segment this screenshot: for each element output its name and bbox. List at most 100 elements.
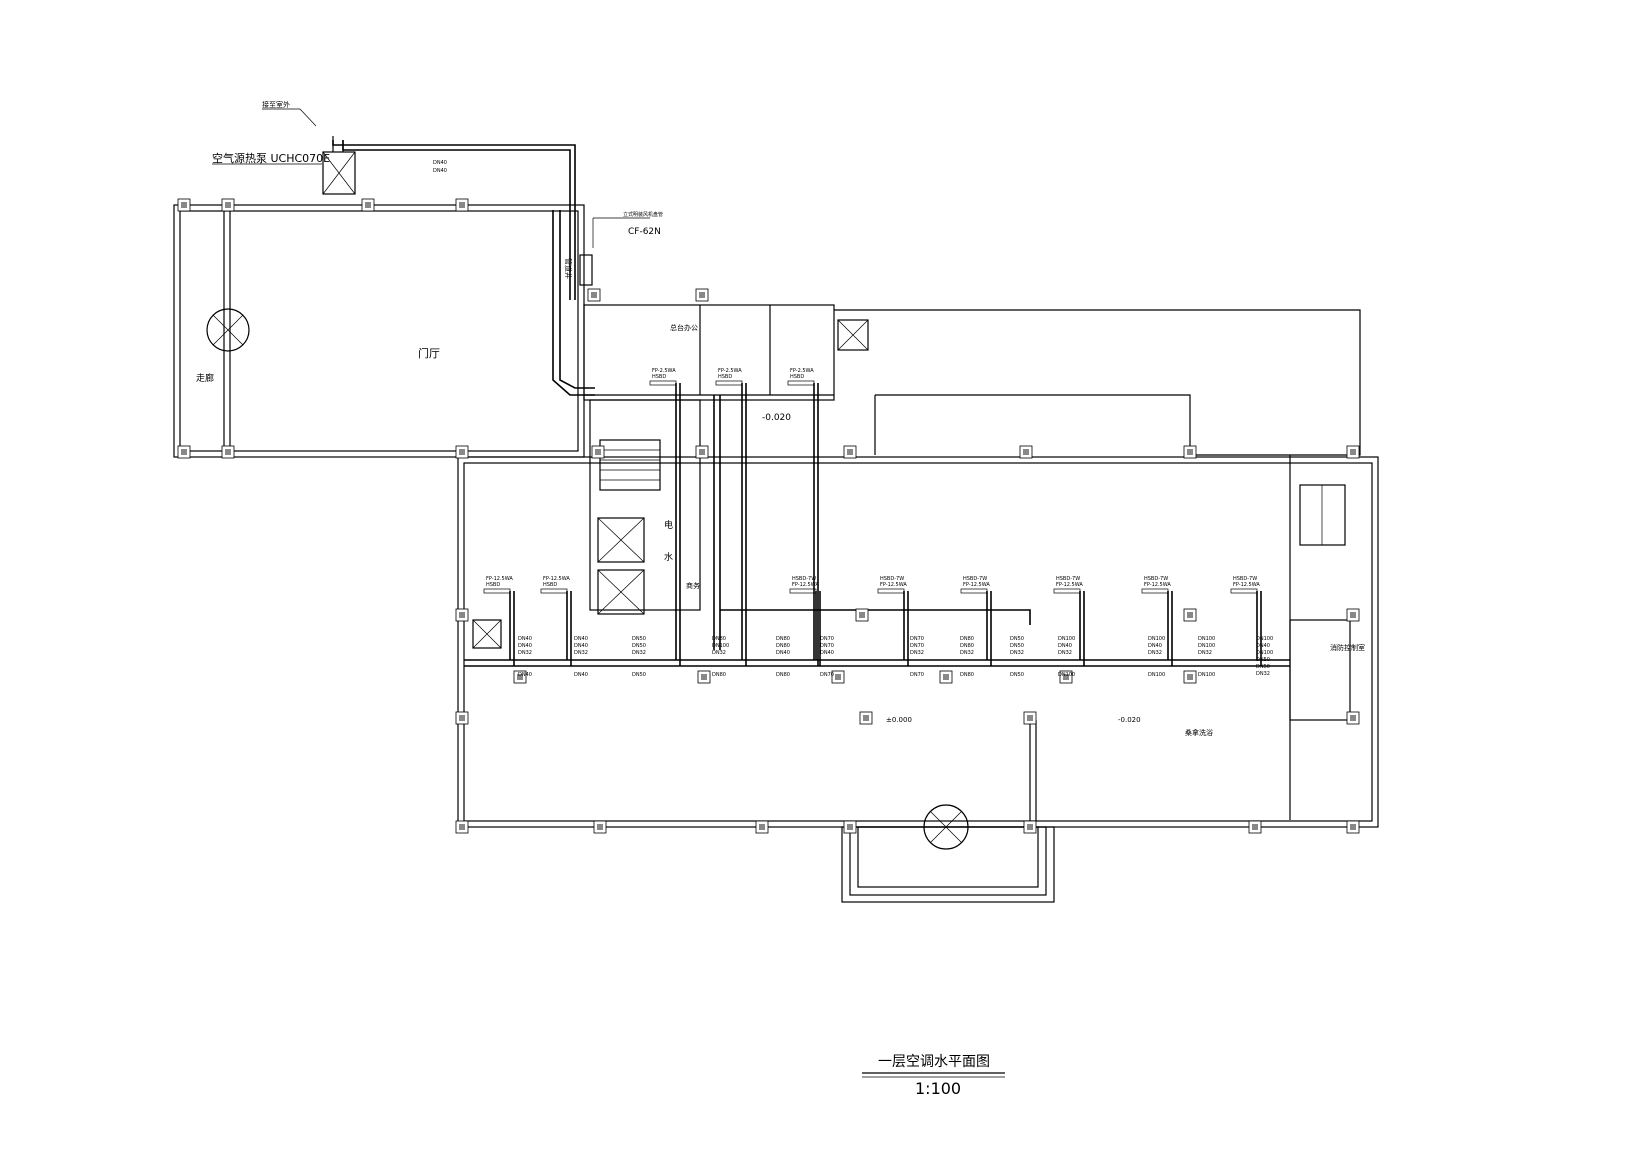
pipe-tag: DN50 — [1010, 643, 1024, 649]
pipe-tag: DN80 — [960, 636, 974, 642]
pipe-tag: DN80 — [776, 643, 790, 649]
service-core: 总台办公 电 水 商务 -0.020 — [583, 304, 869, 650]
column — [177, 445, 191, 459]
outdoor-pipe-label-1: DN40 — [433, 160, 447, 166]
room-shop: 商务 — [686, 581, 700, 590]
pipe-tag: DN40 — [776, 650, 790, 656]
pipe-tag: DN32 — [1010, 650, 1024, 656]
outdoor-unit: 接至室外 空气源热泵 UCHC070E DN40 DN40 — [212, 100, 576, 300]
fan-coil-model: FP-12.5WA — [543, 576, 570, 582]
room-pipe-shaft: 管道井 — [564, 258, 573, 279]
pipe-tag: DN40 — [518, 672, 532, 678]
pipe-tag: DN40 — [574, 672, 588, 678]
column — [1346, 608, 1360, 622]
drawing-title: 一层空调水平面图 — [878, 1054, 990, 1070]
pipe-size-tags: DN40DN40DN32DN40DN40DN40DN32DN40DN50DN50… — [518, 636, 1273, 678]
riser-tag: DN100 — [1256, 636, 1273, 642]
pipe-tag: DN100 — [1198, 636, 1215, 642]
fan-coil-sub: FP-12.5WA — [963, 582, 990, 588]
column — [455, 198, 469, 212]
column — [1346, 711, 1360, 725]
fan-coil-model: HSBD-7W — [880, 576, 904, 582]
pipe-tag: DN50 — [1010, 636, 1024, 642]
pipe-tag: DN100 — [1198, 672, 1215, 678]
column — [1346, 820, 1360, 834]
pipe-tag: DN100 — [1058, 636, 1075, 642]
main-hall: 消防控制室 — [834, 309, 1365, 820]
pipe-tag: DN50 — [1010, 672, 1024, 678]
fan-coil-model: HSBD-7W — [792, 576, 816, 582]
column — [593, 820, 607, 834]
column — [1183, 445, 1197, 459]
column — [591, 445, 605, 459]
column — [513, 670, 527, 684]
pipe-tag: DN100 — [1148, 636, 1165, 642]
fan-coil-sub: FP-12.5WA — [1233, 582, 1260, 588]
lower-hall: ±0.000 -0.020 桑拿洗浴 — [457, 456, 1379, 903]
column — [843, 445, 857, 459]
column — [755, 820, 769, 834]
column — [455, 608, 469, 622]
room-power: 电 — [664, 519, 673, 531]
outdoor-connect-label: 接至室外 — [262, 100, 290, 109]
pipe-tag: DN100 — [712, 643, 729, 649]
pipe-tag: DN32 — [1198, 650, 1212, 656]
pipe-tag: DN50 — [632, 643, 646, 649]
fan-coil-sub: HSBD — [486, 582, 500, 588]
pipe-tag: DN32 — [910, 650, 924, 656]
room-sauna: 桑拿洗浴 — [1185, 728, 1213, 737]
fan-coil-sub: HSBD — [652, 374, 666, 380]
fan-coil-model: HSBD-7W — [1233, 576, 1257, 582]
column — [855, 608, 869, 622]
fan-coil-sub: FP-12.5WA — [1144, 582, 1171, 588]
room-front-desk: 总台办公 — [670, 323, 698, 332]
pipe-tag: DN100 — [1148, 672, 1165, 678]
fan-coil-sub: HSBD — [543, 582, 557, 588]
riser-tag: DN50 — [1256, 657, 1270, 663]
column — [697, 670, 711, 684]
pipe-tag: DN40 — [518, 643, 532, 649]
column — [1023, 711, 1037, 725]
room-corridor: 走廊 — [196, 372, 214, 384]
pipe-tag: DN32 — [712, 650, 726, 656]
riser-tag: DN50 — [1256, 664, 1270, 670]
column — [221, 198, 235, 212]
room-fire-control: 消防控制室 — [1330, 643, 1365, 652]
column — [455, 711, 469, 725]
column — [361, 198, 375, 212]
fan-coil-model: HSBD-7W — [963, 576, 987, 582]
column — [221, 445, 235, 459]
pipe-tag: DN80 — [712, 636, 726, 642]
fan-coil-model: HSBD-7W — [1056, 576, 1080, 582]
pipe-tag: DN40 — [1058, 643, 1072, 649]
fan-coil-model: FP-12.5WA — [486, 576, 513, 582]
fresh-air-unit: 立式明装风机盘管 CF-62N — [579, 211, 663, 286]
pipe-tag: DN70 — [820, 672, 834, 678]
riser-tag: DN32 — [1256, 671, 1270, 677]
pipe-tag: DN32 — [1058, 650, 1072, 656]
fan-coil-model: FP-2.5WA — [718, 368, 742, 374]
fresh-air-label: 立式明装风机盘管 — [623, 211, 663, 218]
pipe-tag: DN50 — [632, 636, 646, 642]
fan-coil-model: FP-2.5WA — [790, 368, 814, 374]
fan-coil-sub: FP-12.5WA — [792, 582, 819, 588]
pipe-tag: DN70 — [910, 643, 924, 649]
column — [587, 288, 601, 302]
column — [1019, 445, 1033, 459]
room-water: 水 — [664, 551, 673, 563]
pipe-tag: DN100 — [1198, 643, 1215, 649]
